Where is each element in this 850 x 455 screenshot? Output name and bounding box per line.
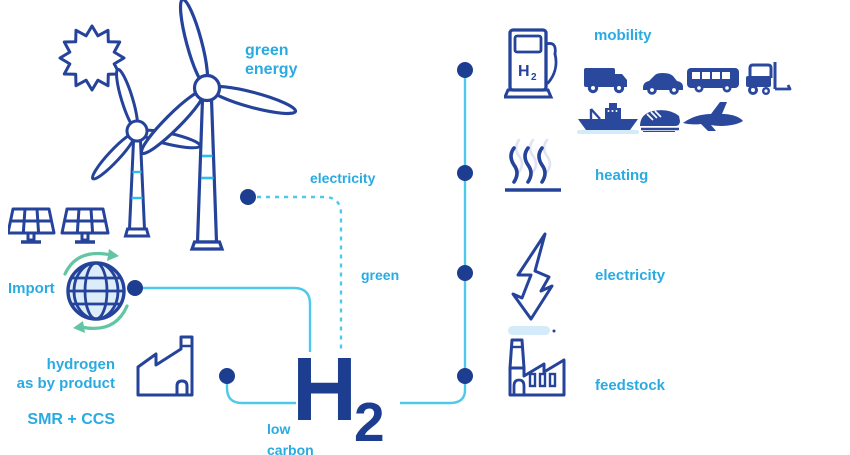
byproduct-factory-icon xyxy=(136,335,194,397)
forklift-icon xyxy=(746,62,792,95)
train-icon xyxy=(640,110,680,132)
pump-h2-subscript: 2 xyxy=(531,72,537,83)
fuel-pump-icon: H 2 xyxy=(504,28,558,99)
node-dot-electricity xyxy=(240,189,256,205)
smr-ccs-label: SMR + CCS xyxy=(27,411,115,428)
byproduct-line xyxy=(225,376,296,405)
import-label: Import xyxy=(8,280,55,297)
pump-h2-letter: H xyxy=(518,63,530,80)
h2-letter: H xyxy=(292,340,357,440)
car-icon xyxy=(643,73,683,95)
electricity-flow-label: electricity xyxy=(310,170,376,186)
node-dot-import xyxy=(127,280,143,296)
h2-to-uses-line xyxy=(400,376,467,405)
mobility-label: mobility xyxy=(594,27,652,44)
heating-label: heating xyxy=(595,167,649,184)
electricity-use-label: electricity xyxy=(595,267,666,284)
bus-icon xyxy=(687,68,739,93)
node-dot-mobility xyxy=(457,62,473,78)
green-energy-label: green energy xyxy=(245,42,298,78)
ship-icon xyxy=(577,103,639,134)
wind-turbine-icon xyxy=(90,0,298,251)
lightning-icon xyxy=(511,232,554,321)
solar-panel-icon xyxy=(8,207,110,244)
recycle-arrows-icon xyxy=(63,251,129,330)
sun-icon xyxy=(58,24,126,92)
h2-hub-symbol: H2 xyxy=(292,340,385,455)
heating-icon xyxy=(505,138,561,192)
truck-icon xyxy=(584,68,627,94)
import-line xyxy=(135,286,312,352)
h2-subscript: 2 xyxy=(354,391,385,453)
low-carbon-label: low carbon xyxy=(267,421,314,455)
globe-import-icon xyxy=(63,249,129,333)
node-dot-electricity-use xyxy=(457,265,473,281)
byproduct-label: hydrogen as by product xyxy=(16,356,115,392)
feedstock-label: feedstock xyxy=(595,377,666,394)
feedstock-factory-icon xyxy=(508,326,566,397)
green-flow-label: green xyxy=(361,267,400,283)
node-dot-feedstock xyxy=(457,368,473,384)
node-dot-heating xyxy=(457,165,473,181)
plane-icon xyxy=(683,102,743,131)
node-dot-byproduct xyxy=(219,368,235,384)
